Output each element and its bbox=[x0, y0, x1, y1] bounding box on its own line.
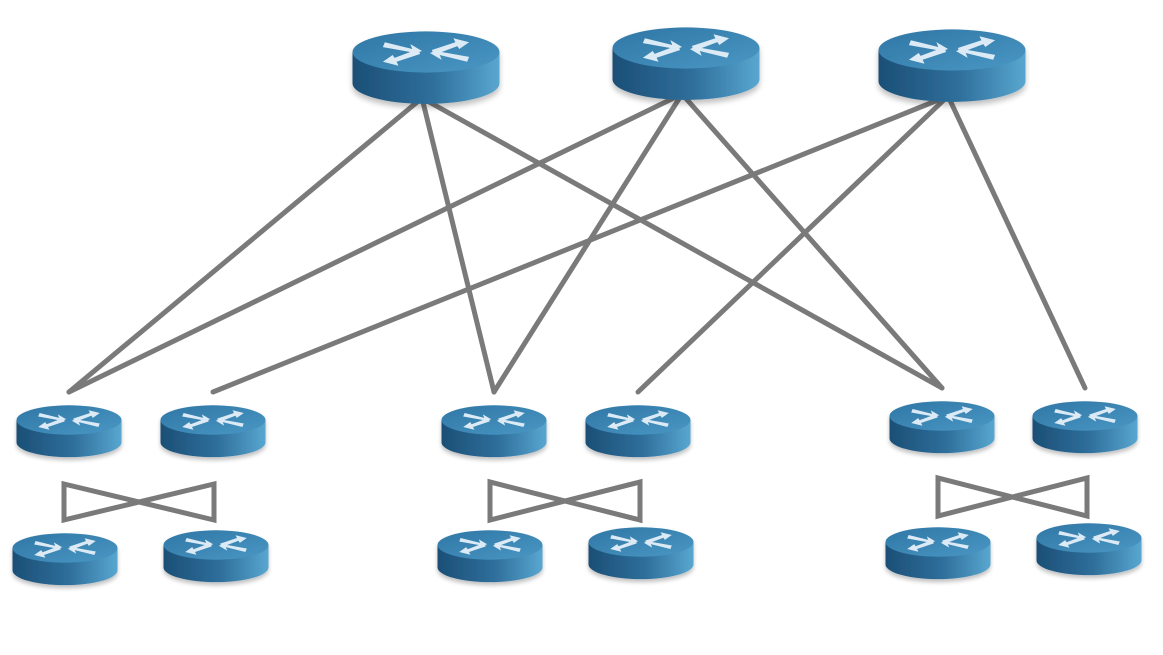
pod-1-cross-links bbox=[61, 480, 217, 524]
link-core-1-agg-3a bbox=[419, 95, 945, 391]
router-icon bbox=[889, 401, 995, 454]
pod-3-cross-links bbox=[935, 474, 1090, 520]
link-core-3-agg-1b bbox=[210, 93, 951, 395]
link-core-3-agg-3b bbox=[945, 93, 1088, 391]
routers-layer bbox=[12, 27, 1142, 586]
router-icon bbox=[12, 533, 118, 586]
router-icon bbox=[878, 29, 1026, 102]
router-icon bbox=[163, 530, 269, 583]
router-icon bbox=[1036, 523, 1142, 576]
router-icon bbox=[160, 405, 266, 458]
link-core-2-agg-3a bbox=[679, 91, 945, 391]
link-core-2-agg-1a bbox=[66, 91, 685, 395]
link-core-1-agg-1a bbox=[66, 95, 425, 395]
router-icon bbox=[588, 527, 694, 580]
router-icon bbox=[16, 405, 122, 458]
router-icon bbox=[585, 405, 691, 458]
links-layer bbox=[66, 91, 1088, 395]
router-icon bbox=[352, 31, 500, 104]
router-icon bbox=[885, 527, 991, 580]
router-icon bbox=[1032, 401, 1138, 454]
router-icon bbox=[612, 27, 760, 100]
router-icon bbox=[437, 530, 543, 583]
link-core-1-agg-2a bbox=[419, 95, 497, 395]
pod-2-cross-links bbox=[487, 478, 643, 524]
pod-cross-links-layer bbox=[61, 474, 1090, 524]
link-core-3-agg-2b bbox=[635, 93, 951, 395]
router-icon bbox=[441, 405, 547, 458]
